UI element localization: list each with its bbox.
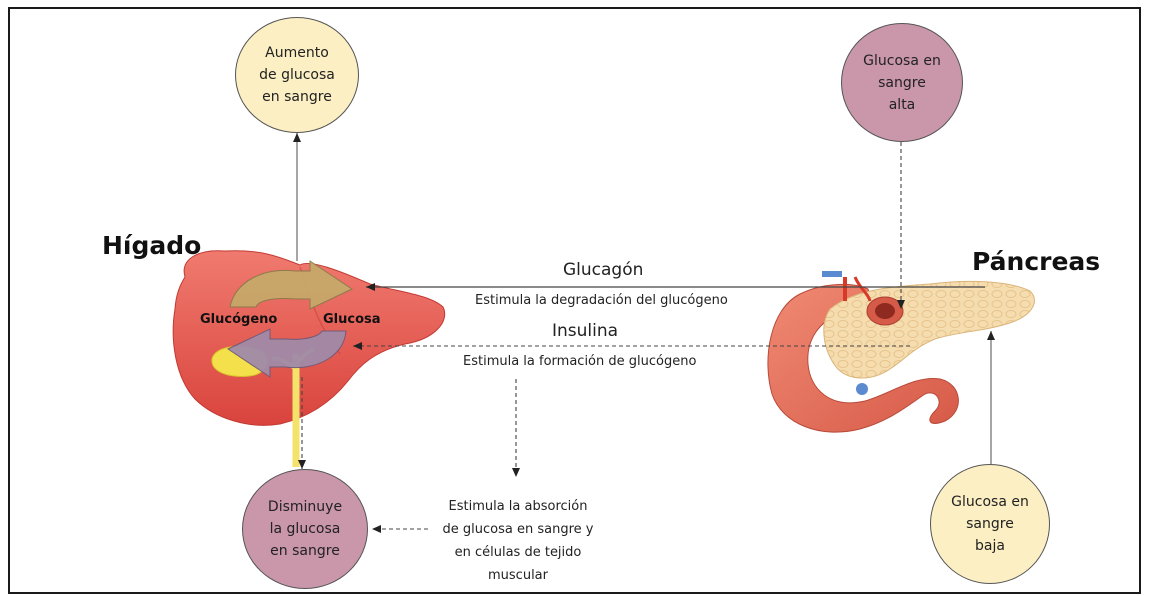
circle-line: en sangre [259, 86, 335, 108]
pancreas-title: Páncreas [972, 247, 1100, 276]
low-glucose-circle: Glucosa en sangre baja [930, 464, 1050, 584]
glucagon-description: Estimula la degradación del glucógeno [475, 293, 728, 308]
absorption-line: en células de tejido [428, 541, 608, 564]
pancreas-illustration [768, 271, 1034, 432]
circle-line: sangre [951, 513, 1029, 535]
circle-line: Glucosa en [863, 50, 941, 72]
absorption-description: Estimula la absorción de glucosa en sang… [428, 495, 608, 587]
decrease-glucose-circle: Disminuye la glucosa en sangre [242, 469, 368, 589]
circle-line: de glucosa [259, 64, 335, 86]
circle-line: en sangre [268, 540, 342, 562]
circle-line: baja [951, 535, 1029, 557]
circle-line: la glucosa [268, 518, 342, 540]
insulin-label: Insulina [552, 321, 618, 341]
circle-line: Disminuye [268, 496, 342, 518]
glucagon-label: Glucagón [563, 260, 643, 280]
circle-line: alta [863, 94, 941, 116]
circle-line: Glucosa en [951, 491, 1029, 513]
circle-line: sangre [863, 72, 941, 94]
absorption-line: de glucosa en sangre y [428, 518, 608, 541]
circle-line: Aumento [259, 42, 335, 64]
absorption-line: muscular [428, 564, 608, 587]
high-glucose-circle: Glucosa en sangre alta [841, 23, 963, 142]
diagram-frame: Hígado Páncreas Glucógeno Glucosa Glucag… [8, 7, 1141, 594]
increase-glucose-circle: Aumento de glucosa en sangre [235, 17, 359, 133]
liver-title: Hígado [102, 231, 201, 260]
glycogen-label: Glucógeno [200, 312, 277, 327]
absorption-line: Estimula la absorción [428, 495, 608, 518]
glucose-label: Glucosa [323, 312, 381, 327]
insulin-description: Estimula la formación de glucógeno [463, 354, 696, 369]
